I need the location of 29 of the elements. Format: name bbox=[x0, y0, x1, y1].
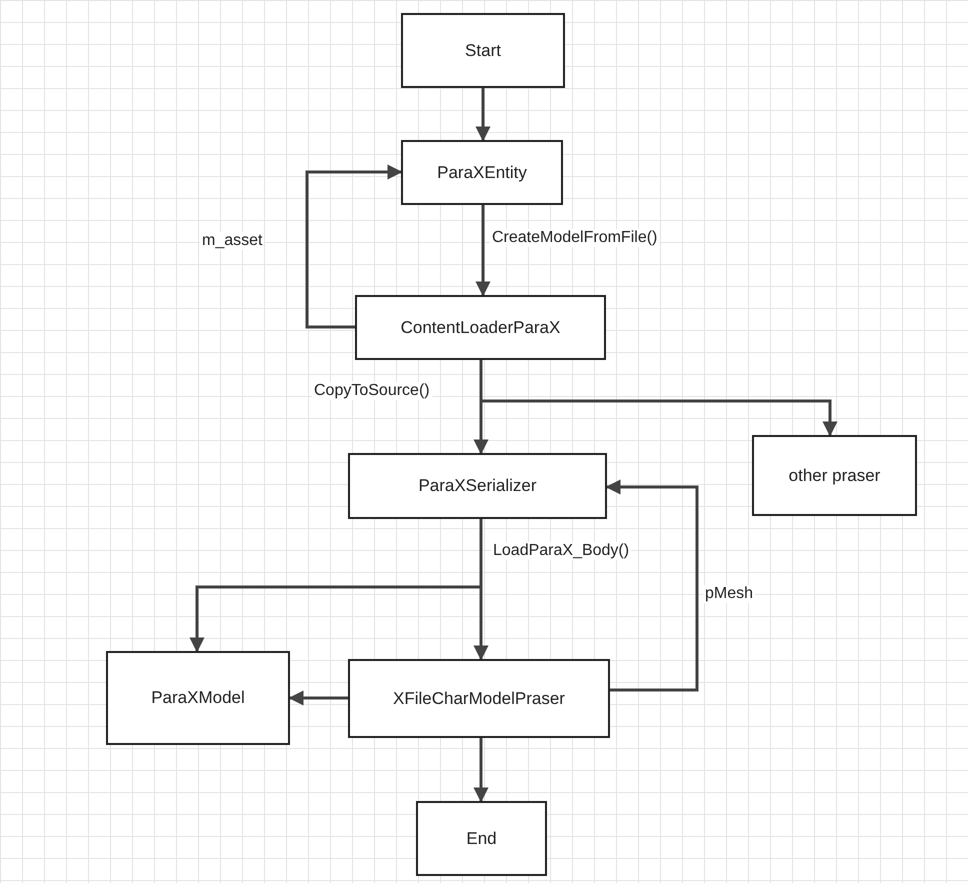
edge-label: CopyToSource() bbox=[312, 382, 432, 400]
box-label: ContentLoaderParaX bbox=[400, 318, 560, 338]
process-box bbox=[752, 435, 917, 516]
arrow bbox=[476, 205, 490, 296]
arrow bbox=[288, 690, 348, 706]
arrow bbox=[474, 738, 488, 802]
process-box bbox=[416, 801, 547, 876]
arrow bbox=[480, 360, 838, 436]
box-label: ParaXEntity bbox=[437, 162, 527, 182]
edge-label: m_asset bbox=[200, 232, 264, 250]
box-label: XFileCharModelPraser bbox=[393, 688, 565, 708]
process-box bbox=[348, 453, 607, 519]
box-label: ParaXModel bbox=[151, 688, 245, 708]
edge-label: LoadParaX_Body() bbox=[491, 542, 632, 560]
box-label: other praser bbox=[788, 466, 880, 486]
edge-label: CreateModelFromFile() bbox=[490, 229, 660, 247]
process-box bbox=[348, 659, 610, 738]
process-box bbox=[401, 13, 565, 88]
process-box bbox=[401, 140, 563, 205]
arrow bbox=[306, 164, 402, 328]
arrow bbox=[190, 519, 482, 652]
box-label: ParaXSerializer bbox=[418, 476, 537, 496]
edge-label: pMesh bbox=[703, 585, 756, 603]
process-box bbox=[355, 295, 606, 360]
arrow bbox=[606, 480, 698, 692]
arrow bbox=[476, 88, 490, 142]
box-label: End bbox=[466, 828, 497, 848]
process-box bbox=[106, 651, 290, 745]
box-label: Start bbox=[465, 40, 501, 60]
